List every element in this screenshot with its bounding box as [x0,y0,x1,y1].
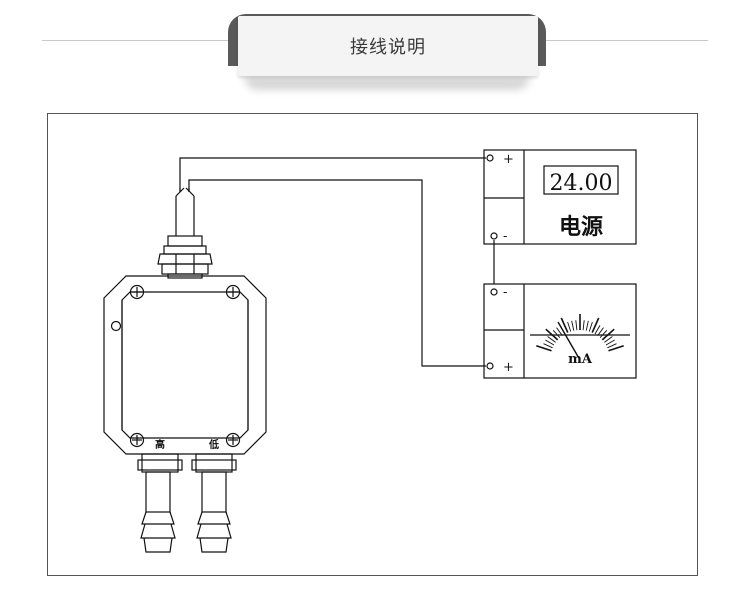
meter-scale-tick [607,343,617,349]
meter-scale-tick [601,328,615,341]
diagram-frame [47,113,698,576]
power-display-value: 24.00 [550,171,613,196]
cable [175,187,195,236]
meter-scale-tick [547,336,556,343]
power-plus-terminal: + [503,152,514,167]
meter-scale-tick [582,320,585,331]
meter-scale-tick [571,320,575,331]
meter-scale-tick [597,327,604,336]
meter-scale-tick [545,339,555,346]
meter-scale-tick [556,327,563,336]
meter-scale-tick [608,345,624,352]
sensor-body [103,275,267,455]
pressure-port-low [191,453,237,553]
header-tab-shadow [244,76,530,90]
milliamp-meter [483,283,637,379]
meter-plus-terminal: + [503,360,514,375]
power-supply [483,149,637,245]
meter-scale-tick [543,343,553,349]
wire-positive [179,157,486,192]
meter-scale-tick [545,328,559,341]
meter-scale-tick [560,317,569,333]
screw-top-right [225,284,241,300]
cable-gland [157,235,213,279]
power-supply-label: 电源 [559,215,603,240]
pressure-port-high [137,453,183,553]
screw-top-left [129,284,145,300]
meter-scale-tick [567,321,572,332]
port-high-label: 高 [155,438,165,451]
power-minus-terminal: - [503,229,507,244]
meter-scale-ticks [536,314,624,352]
port-low-label: 低 [208,438,219,451]
meter-scale-tick [536,345,552,352]
screw-bottom-right [225,432,241,448]
header-rule-right [538,40,708,41]
meter-scale-tick [552,329,561,339]
header-rule-left [42,40,242,41]
meter-scale-tick [604,336,613,343]
wire-negative [188,179,486,367]
meter-scale-tick [575,320,578,331]
meter-scale-tick [588,321,593,332]
screw-bottom-left [129,432,145,448]
meter-scale-tick [599,329,608,339]
meter-needle [557,321,581,361]
page-title: 接线说明 [238,16,538,76]
meter-scale-tick [594,325,601,335]
meter-minus-terminal: - [503,285,507,300]
meter-scale-tick [591,317,600,333]
meter-scale-tick [585,320,589,331]
meter-unit-label: mA [568,352,593,367]
meter-scale-tick [605,339,615,346]
